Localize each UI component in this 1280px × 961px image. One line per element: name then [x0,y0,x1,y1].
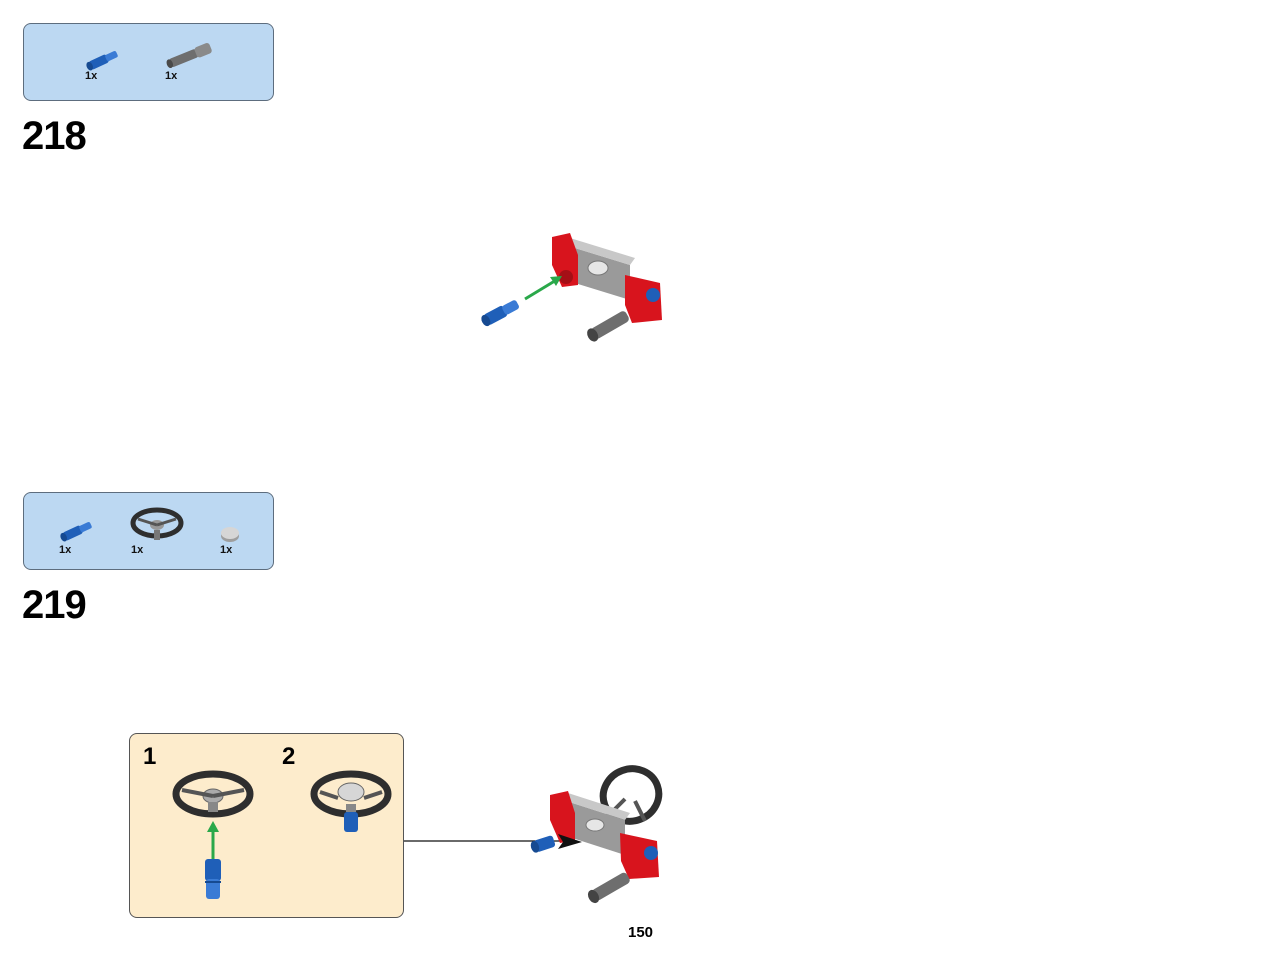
substep-number: 2 [282,743,296,770]
subassembly-callout: 1 2 [129,733,404,918]
blue-axle-pin-part-image [86,51,118,71]
substep-2-illustration [310,770,392,832]
step-218-model-illustration [481,233,662,342]
step-218-parts-callout: 1x 1x [23,23,274,101]
substep-number: 1 [143,743,157,770]
part-quantity: 1x [165,70,178,82]
part-quantity: 1x [220,544,233,556]
step-219-model-illustration [530,765,663,904]
part-quantity: 1x [59,544,72,556]
part-quantity: 1x [131,544,144,556]
blue-axle-pin-part-image [60,522,92,542]
substep-1-illustration [172,770,254,899]
round-tile-part-image [221,527,239,542]
steering-wheel-part-image [130,507,184,540]
part-quantity: 1x [85,70,98,82]
step-number: 218 [22,114,87,158]
step-number: 219 [22,583,87,627]
gray-axle-part-image [166,43,212,69]
page-number: 150 [628,924,654,941]
step-219-parts-callout: 1x 1x 1x [23,492,274,570]
